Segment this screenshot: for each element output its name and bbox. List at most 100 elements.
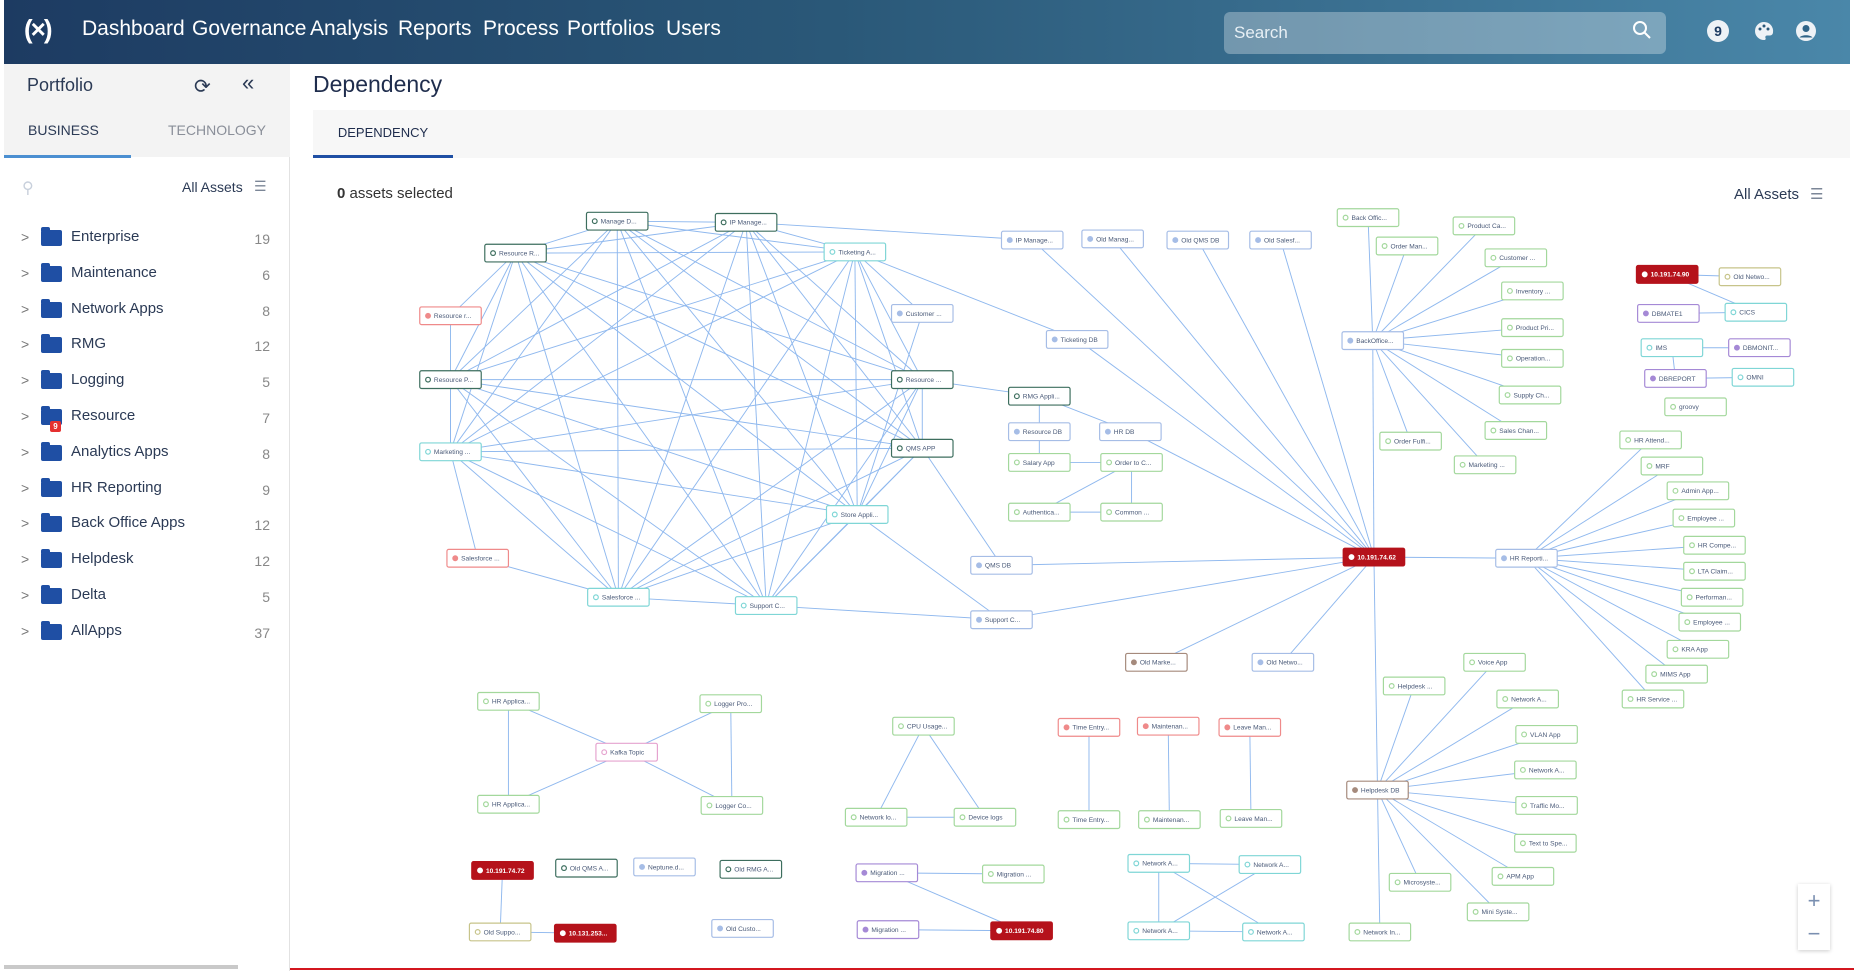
graph-node[interactable]: BackOffice...	[1341, 331, 1405, 351]
graph-node[interactable]: Old QMS DB	[1166, 230, 1230, 250]
graph-node[interactable]: Logger Co...	[700, 795, 764, 815]
graph-node[interactable]: Product Pri...	[1501, 318, 1564, 338]
graph-node[interactable]: HR Service ...	[1621, 689, 1685, 709]
refresh-icon[interactable]: ⟳	[194, 76, 211, 98]
graph-node[interactable]: Sales Chan...	[1484, 421, 1548, 440]
collapse-sidebar-icon[interactable]: «	[242, 70, 255, 95]
graph-node[interactable]: HR Applica...	[477, 794, 540, 814]
graph-node[interactable]: Maintenan...	[1138, 810, 1201, 830]
graph-node[interactable]: HR Attend...	[1619, 430, 1682, 450]
graph-node[interactable]: Resource R...	[484, 243, 547, 263]
nav-governance[interactable]: Governance	[192, 17, 307, 40]
graph-node[interactable]: Order to C...	[1100, 452, 1163, 472]
nav-users[interactable]: Users	[666, 17, 721, 40]
graph-node[interactable]: QMS DB	[970, 555, 1033, 575]
graph-node[interactable]: 10.191.74.80	[990, 921, 1053, 941]
zoom-in-button[interactable]: +	[1807, 888, 1821, 913]
graph-node[interactable]: Resource DB	[1007, 422, 1071, 442]
graph-node[interactable]: 10.191.74.72	[471, 861, 534, 880]
graph-node[interactable]: Leave Man...	[1218, 717, 1282, 737]
search-icon[interactable]	[1632, 20, 1652, 40]
graph-node[interactable]: HR Compe...	[1683, 535, 1746, 555]
graph-node[interactable]: Store Appli...	[825, 505, 889, 524]
chevron-right-icon[interactable]: >	[21, 408, 30, 424]
graph-node[interactable]: DBMONIT...	[1728, 338, 1791, 358]
graph-node[interactable]: RMG Appli...	[1007, 386, 1071, 406]
graph-node[interactable]: DBMATE1	[1637, 303, 1700, 323]
zoom-out-button[interactable]: −	[1807, 921, 1821, 946]
search-input[interactable]: Search	[1224, 12, 1666, 54]
graph-node[interactable]: Network A...	[1242, 922, 1305, 942]
graph-node[interactable]: Order Fulfi...	[1379, 431, 1442, 451]
notification-badge[interactable]: 9	[1707, 20, 1729, 42]
nav-analysis[interactable]: Analysis	[310, 17, 389, 40]
user-account-icon[interactable]	[1795, 20, 1817, 42]
chevron-right-icon[interactable]: >	[21, 515, 30, 532]
chevron-right-icon[interactable]: >	[21, 587, 30, 603]
graph-node[interactable]: Migration ...	[855, 863, 919, 883]
sidebar-scrollbar[interactable]	[4, 965, 238, 969]
graph-node[interactable]: 10.191.74.90	[1635, 264, 1699, 284]
graph-node[interactable]: IP Manage...	[714, 212, 778, 232]
graph-node[interactable]: HR Applica...	[477, 691, 540, 711]
graph-node[interactable]: Helpdesk DB	[1346, 780, 1409, 800]
graph-node[interactable]: Neptune.d...	[633, 857, 696, 877]
graph-node[interactable]: LTA Claim...	[1683, 561, 1746, 581]
graph-node[interactable]: Salary App	[1007, 452, 1071, 472]
graph-node[interactable]: 10.131.253...	[553, 923, 617, 943]
graph-node[interactable]: Time Entry...	[1057, 810, 1121, 830]
graph-node[interactable]: Kafka Topic	[595, 742, 659, 762]
graph-node[interactable]: HR DB	[1099, 422, 1162, 442]
graph-node[interactable]: Old Salesf...	[1249, 230, 1312, 250]
graph-node[interactable]: groovy	[1664, 397, 1727, 417]
graph-node[interactable]: Common ...	[1100, 502, 1163, 522]
graph-node[interactable]: Back Offic...	[1336, 208, 1400, 228]
graph-node[interactable]: Mini Syste...	[1466, 902, 1530, 922]
graph-node[interactable]: Old Suppo...	[468, 922, 532, 942]
graph-node[interactable]: Network In...	[1348, 922, 1412, 942]
graph-filter-icon[interactable]: ☰	[1810, 186, 1824, 203]
graph-node[interactable]: Migration ...	[856, 920, 920, 940]
graph-node[interactable]: Operation...	[1501, 348, 1564, 368]
graph-node[interactable]: Old Netwo...	[1718, 267, 1782, 287]
graph-node[interactable]: Resource r...	[419, 306, 482, 326]
graph-node[interactable]: QMS APP	[890, 438, 954, 458]
chevron-right-icon[interactable]: >	[21, 336, 30, 353]
nav-portfolios[interactable]: Portfolios	[567, 17, 655, 40]
graph-node[interactable]: Network A...	[1496, 689, 1559, 709]
chevron-right-icon[interactable]: >	[21, 372, 30, 389]
chevron-right-icon[interactable]: >	[21, 479, 30, 496]
graph-node[interactable]: Employee ...	[1678, 612, 1742, 632]
graph-node[interactable]: Text to Spe...	[1514, 833, 1577, 853]
graph-node[interactable]: Employee ...	[1672, 508, 1736, 528]
tab-business[interactable]: BUSINESS	[28, 122, 99, 138]
graph-node[interactable]: VLAN App	[1515, 724, 1578, 744]
chevron-right-icon[interactable]: >	[21, 551, 30, 568]
chevron-right-icon[interactable]: >	[21, 229, 30, 245]
palette-icon[interactable]	[1753, 20, 1775, 42]
graph-node[interactable]: Maintenan...	[1136, 716, 1200, 736]
graph-node[interactable]: Product Ca...	[1452, 216, 1516, 236]
graph-node[interactable]: Network A...	[1238, 855, 1302, 875]
graph-node[interactable]: Customer ...	[890, 303, 954, 323]
graph-node[interactable]: APM App	[1491, 866, 1555, 886]
graph-node[interactable]: IMS	[1640, 338, 1704, 358]
graph-node[interactable]: Device logs	[953, 807, 1017, 827]
graph-node[interactable]: Old QMS A...	[555, 858, 618, 878]
graph-node[interactable]: Logger Pro...	[699, 694, 763, 714]
tab-technology[interactable]: TECHNOLOGY	[168, 122, 267, 138]
graph-node[interactable]: Old RMG A...	[719, 859, 783, 879]
graph-node[interactable]: Marketing ...	[419, 442, 482, 462]
graph-node[interactable]: KRA App	[1666, 639, 1730, 659]
graph-node[interactable]: Support C...	[734, 596, 798, 616]
graph-node[interactable]: Network A...	[1127, 853, 1191, 873]
graph-node[interactable]: Old Manag...	[1081, 229, 1144, 249]
graph-node[interactable]: IP Manage...	[1000, 230, 1064, 250]
